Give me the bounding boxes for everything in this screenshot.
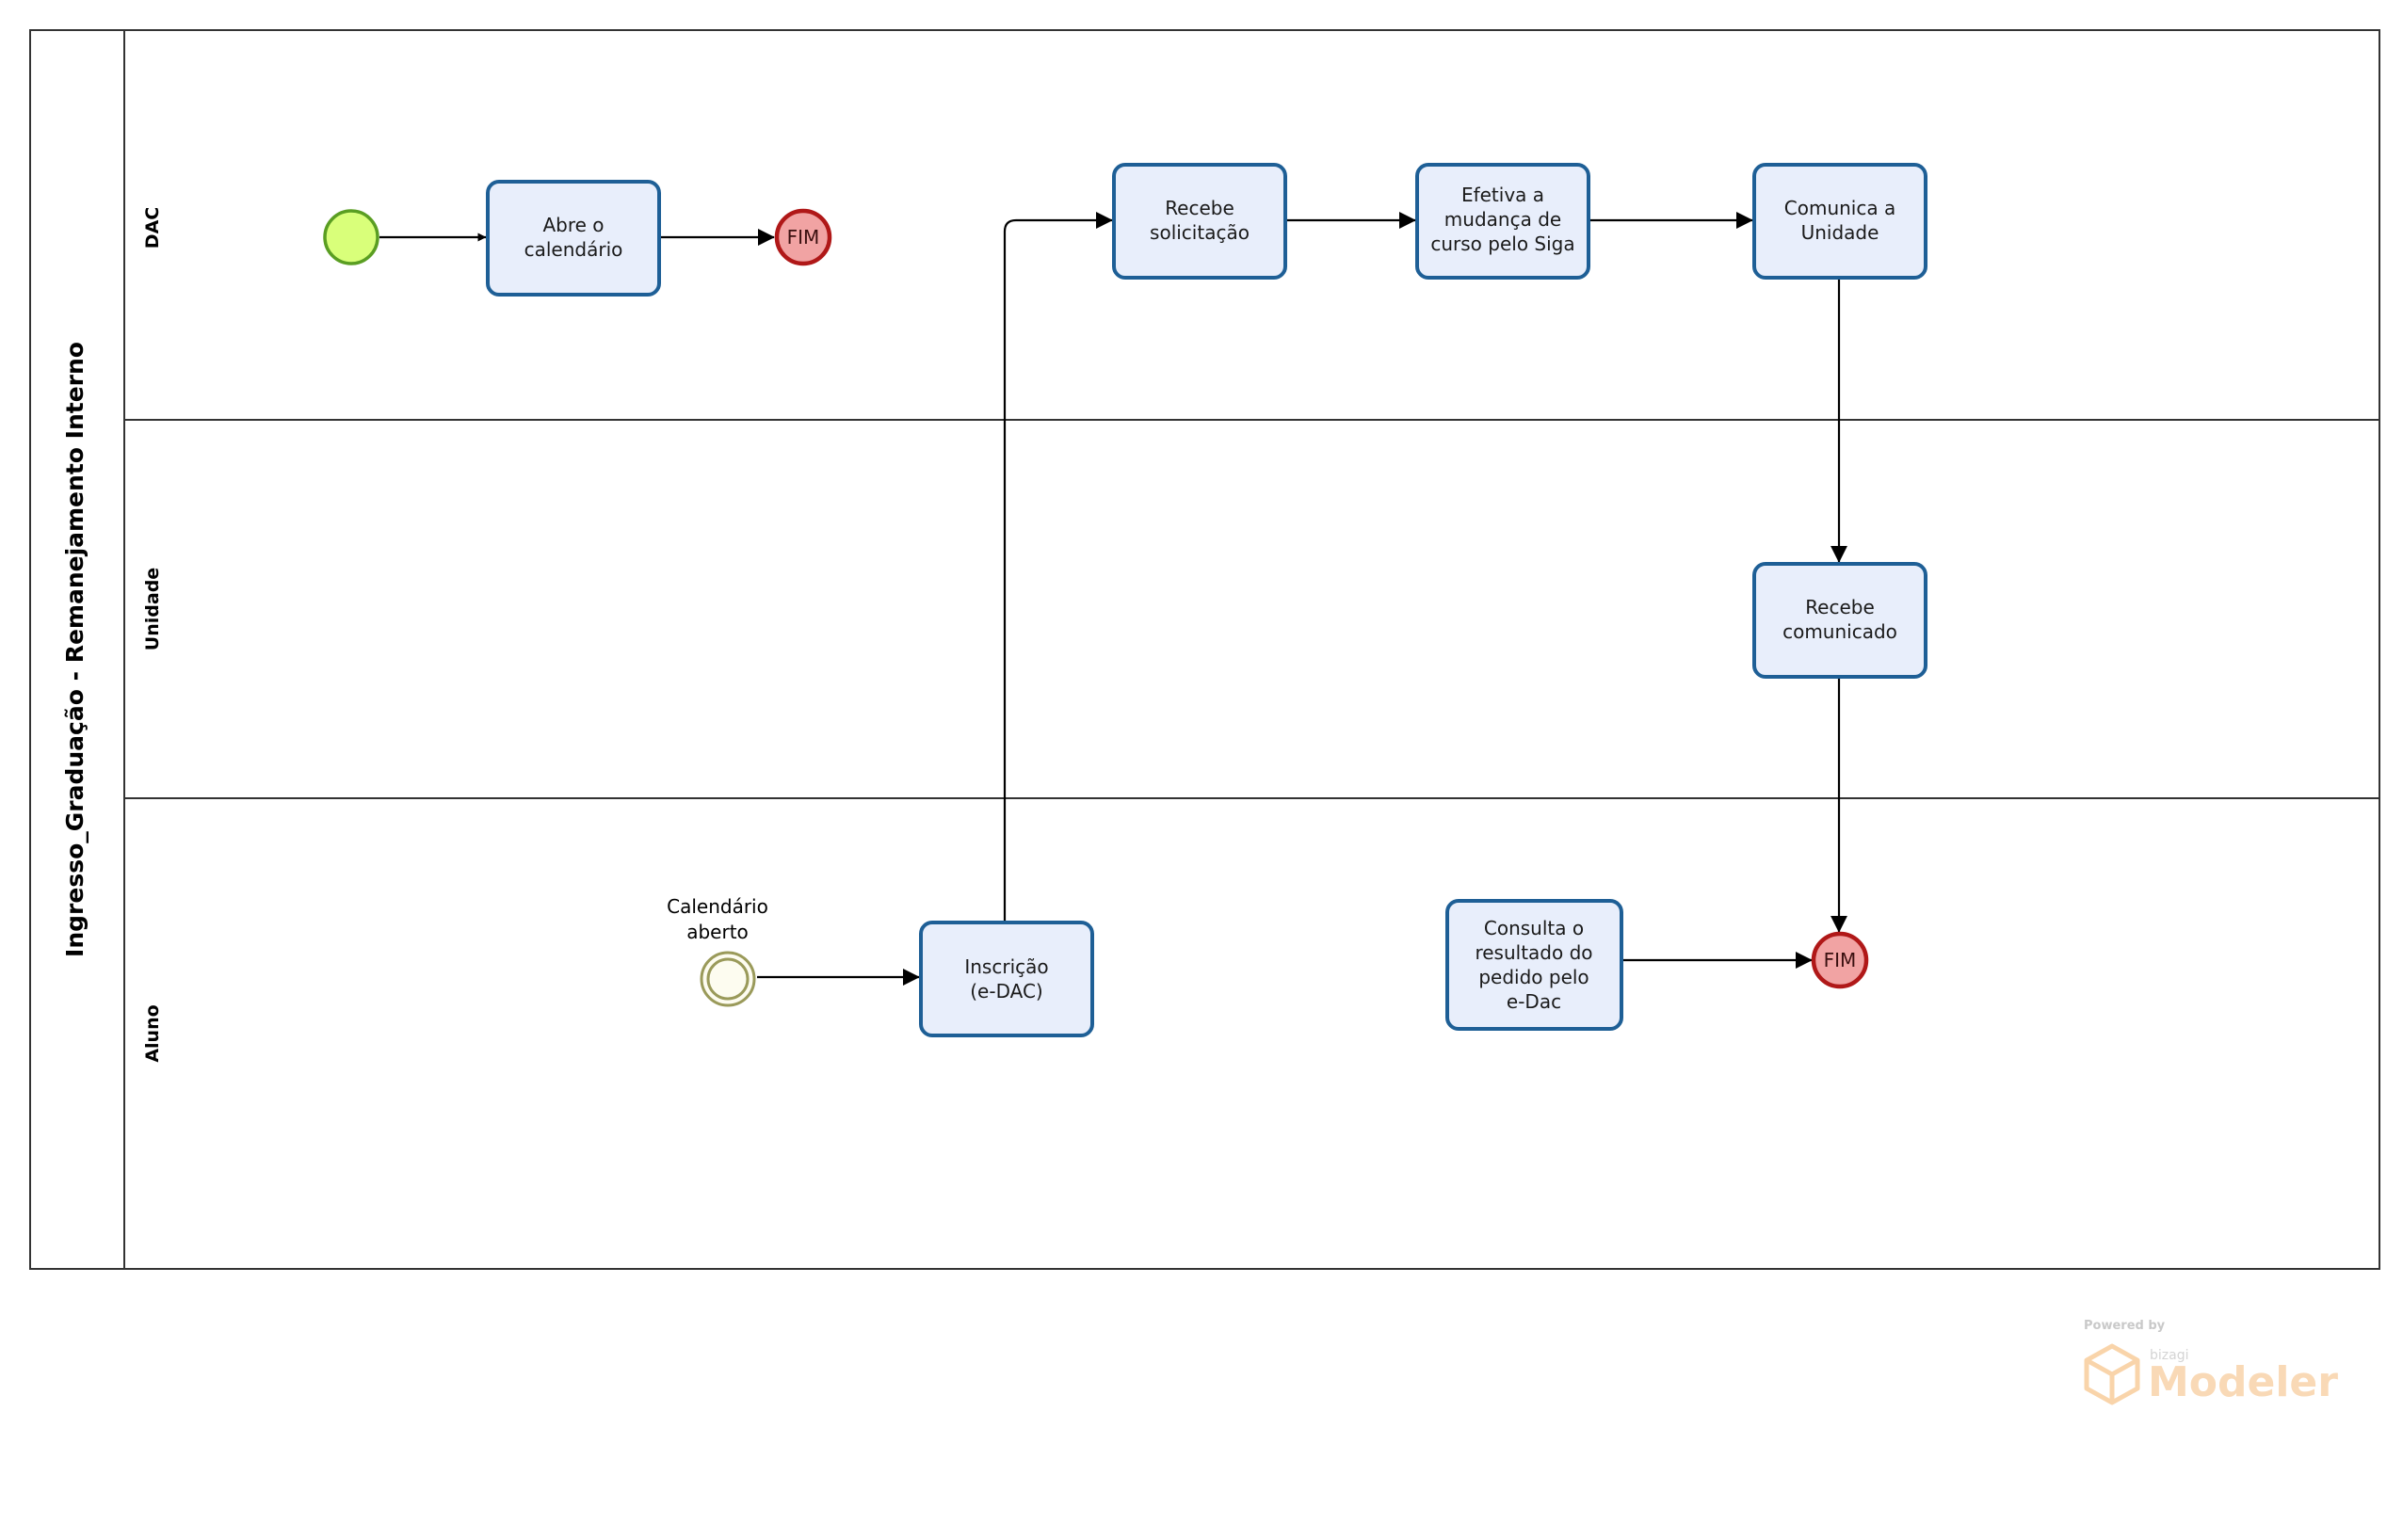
- task-label-line: Efetiva a: [1461, 184, 1544, 206]
- task-label-line: e-Dac: [1507, 990, 1561, 1013]
- task-label-line: Consulta o: [1484, 917, 1584, 939]
- start-event-circle[interactable]: [323, 209, 379, 265]
- task-label-line: Abre o: [542, 214, 604, 236]
- task-label-line: mudança de: [1444, 208, 1561, 231]
- task-box[interactable]: [1752, 562, 1927, 679]
- lane-label-dac: DAC: [142, 207, 163, 249]
- task-label-line: resultado do: [1475, 941, 1592, 964]
- powered-by-text: Powered by: [2084, 1319, 2166, 1333]
- task-box[interactable]: [1112, 163, 1287, 280]
- lane-aluno: Aluno: [142, 1004, 163, 1062]
- vendor-name: bizagi: [2150, 1348, 2188, 1363]
- end-event-dac-circle[interactable]: [774, 208, 832, 266]
- task-abre-calendario[interactable]: Abre o calendário: [486, 180, 661, 297]
- task-consulta-resultado[interactable]: Consulta o resultado do pedido pelo e-Da…: [1445, 899, 1623, 1031]
- task-recebe-solicitacao[interactable]: Recebe solicitação: [1112, 163, 1287, 280]
- bizagi-logo-icon: [2084, 1343, 2140, 1405]
- task-label-line: comunicado: [1782, 620, 1897, 643]
- end-event-dac[interactable]: FIM: [774, 208, 832, 266]
- task-recebe-comunicado[interactable]: Recebe comunicado: [1752, 562, 1927, 679]
- intermediate-event-calendario-aberto[interactable]: Calendário aberto: [667, 895, 768, 1007]
- task-label-line: Unidade: [1801, 221, 1879, 244]
- pool-title: Ingresso_Graduação - Remanejamento Inter…: [61, 342, 89, 957]
- branding-watermark: Powered by bizagi Modeler: [2084, 1319, 2338, 1406]
- intermediate-event-inner-ring: [706, 957, 750, 1001]
- task-inscricao[interactable]: Inscrição (e-DAC): [919, 921, 1094, 1037]
- end-event-aluno-label: FIM: [1824, 949, 1857, 971]
- task-label-line: Recebe: [1165, 197, 1234, 219]
- pool: Ingresso_Graduação - Remanejamento Inter…: [29, 29, 2380, 1270]
- sequence-flows: [379, 212, 1847, 986]
- task-label-line: Recebe: [1805, 596, 1875, 618]
- lane-label-aluno: Aluno: [142, 1004, 163, 1062]
- task-label-line: Comunica a: [1784, 197, 1895, 219]
- task-label-line: solicitação: [1150, 221, 1250, 244]
- end-event-dac-label: FIM: [787, 226, 820, 249]
- task-label-line: calendário: [524, 238, 623, 261]
- task-label-line: pedido pelo: [1478, 966, 1589, 988]
- product-name: Modeler: [2148, 1358, 2338, 1406]
- start-event[interactable]: [323, 209, 379, 265]
- pool-border: [29, 29, 2380, 1270]
- lane-unidade: Unidade: [142, 568, 163, 650]
- task-box[interactable]: [1752, 163, 1927, 280]
- task-box[interactable]: [919, 921, 1094, 1037]
- lanes: DAC Unidade Aluno: [124, 207, 2379, 1063]
- task-box[interactable]: [1445, 899, 1623, 1031]
- end-event-aluno-circle[interactable]: [1811, 931, 1869, 989]
- task-label-line: (e-DAC): [970, 980, 1042, 1003]
- intermediate-event-label-line-2: aberto: [686, 921, 749, 943]
- task-box[interactable]: [486, 180, 661, 297]
- task-label-line: curso pelo Siga: [1430, 233, 1574, 255]
- lane-dac: DAC: [142, 207, 163, 249]
- task-efetiva-mudanca[interactable]: Efetiva a mudança de curso pelo Siga: [1415, 163, 1590, 280]
- task-box[interactable]: [1415, 163, 1590, 280]
- lane-label-unidade: Unidade: [142, 568, 163, 650]
- task-comunica-unidade[interactable]: Comunica a Unidade: [1752, 163, 1927, 280]
- end-event-aluno[interactable]: FIM: [1811, 931, 1869, 989]
- task-label-line: Inscrição: [964, 955, 1048, 978]
- intermediate-event-label-line-1: Calendário: [667, 895, 768, 918]
- flow-inscricao-to-recebe-solicitacao[interactable]: [1003, 212, 1113, 921]
